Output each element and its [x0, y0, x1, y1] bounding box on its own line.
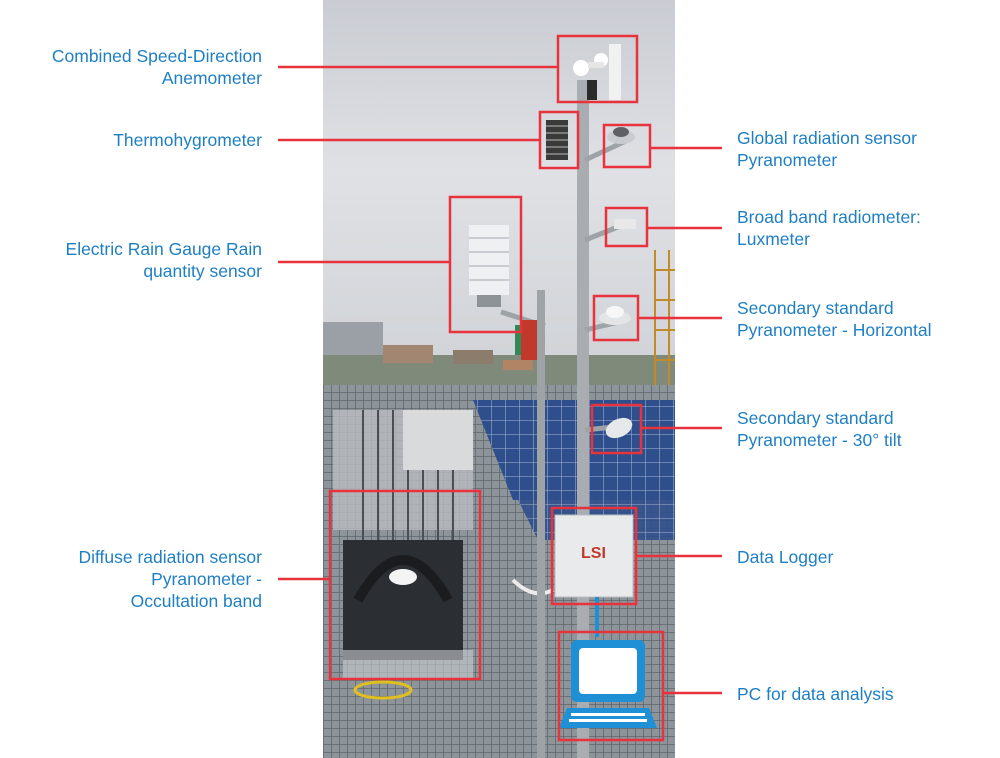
callout-box-horizontal	[592, 294, 640, 342]
label-pc: PC for data analysis	[737, 684, 894, 704]
callout-box-pc	[557, 630, 665, 742]
thermohygrometer	[546, 120, 568, 160]
label-thermohygrometer: Thermohygrometer	[113, 130, 262, 150]
callout-box-tilt	[590, 403, 643, 455]
rain-gauge	[469, 225, 509, 307]
luxmeter	[614, 219, 636, 229]
data-logger: LSI	[554, 514, 634, 598]
callout-box-global	[602, 123, 652, 169]
label-tilt: Secondary standard Pyranometer - 30° til…	[737, 408, 902, 450]
tilt-pyranometer	[605, 417, 633, 439]
logger-brand: LSI	[581, 545, 606, 562]
callout-box-logger	[550, 506, 638, 606]
callout-box-luxmeter	[604, 206, 649, 248]
callout-box-diffuse	[328, 489, 482, 681]
label-global: Global radiation sensor Pyranometer	[737, 128, 917, 170]
pc-icon	[559, 640, 657, 728]
label-luxmeter: Broad band radiometer: Luxmeter	[737, 207, 921, 249]
callout-box-thermohygrometer	[538, 110, 580, 170]
label-logger: Data Logger	[737, 547, 834, 567]
callout-box-rain-gauge	[448, 195, 523, 334]
label-horizontal: Secondary standard Pyranometer - Horizon…	[737, 298, 932, 340]
label-anemometer: Combined Speed-Direction Anemometer	[51, 46, 262, 88]
label-diffuse: Diffuse radiation sensor Pyranometer - O…	[78, 547, 262, 611]
anemometer	[587, 80, 597, 100]
label-rain-gauge: Electric Rain Gauge Rain quantity sensor	[65, 239, 262, 281]
callout-box-anemometer	[556, 34, 639, 104]
weather-station-photo: LSI	[323, 0, 675, 758]
